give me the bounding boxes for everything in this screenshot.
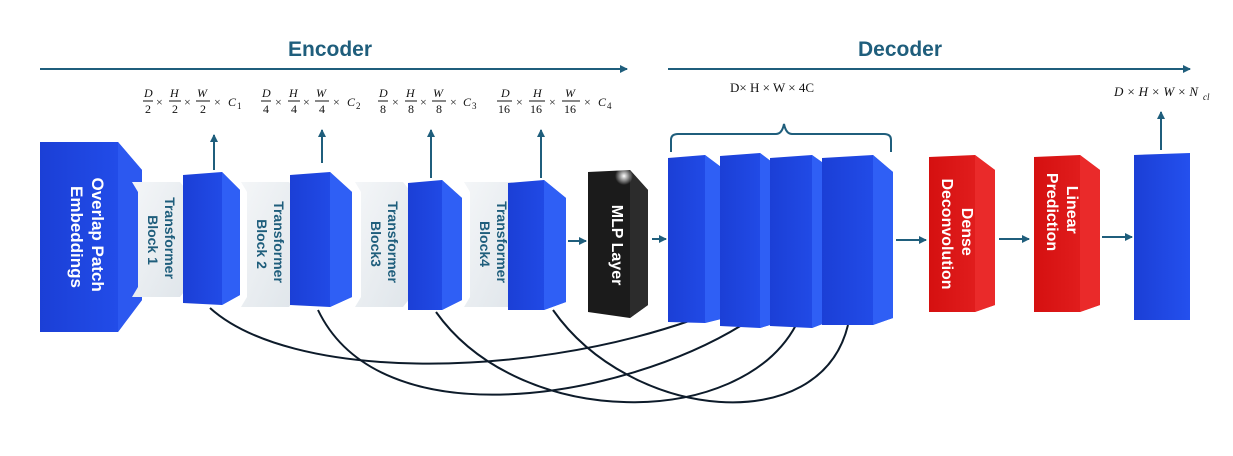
svg-text:W: W <box>316 86 327 100</box>
svg-text:4: 4 <box>263 102 269 116</box>
svg-text:1: 1 <box>237 101 242 111</box>
svg-text:H: H <box>169 86 180 100</box>
svg-text:H: H <box>532 86 543 100</box>
svg-text:W: W <box>565 86 576 100</box>
svg-text:D: D <box>261 86 271 100</box>
svg-text:Transformer Block3: Transformer Block3 <box>368 201 401 287</box>
svg-text:×: × <box>275 95 282 109</box>
svg-text:2: 2 <box>356 101 361 111</box>
svg-text:16: 16 <box>564 102 576 116</box>
svg-text:×: × <box>184 95 191 109</box>
svg-text:×: × <box>156 95 163 109</box>
svg-text:D × H × W × N: D × H × W × N <box>1113 84 1199 99</box>
svg-text:C: C <box>347 95 356 109</box>
feature-map-2 <box>290 172 352 307</box>
svg-text:16: 16 <box>498 102 510 116</box>
stage-output-arrows <box>210 129 545 178</box>
svg-text:×: × <box>392 95 399 109</box>
svg-text:D: D <box>500 86 510 100</box>
svg-text:×: × <box>214 95 221 109</box>
svg-text:H: H <box>288 86 299 100</box>
patch-embedding-block: Overlap Patch Embeddings <box>40 142 142 332</box>
svg-text:8: 8 <box>408 102 414 116</box>
svg-text:Linear Prediction: Linear Prediction <box>1043 173 1080 251</box>
patch-embed-line1: Overlap Patch <box>88 177 107 291</box>
svg-text:Transformer Block4: Transformer Block4 <box>477 201 510 287</box>
transformer-block-1: Transformer Block 1 <box>132 182 188 297</box>
feature-map-4 <box>508 180 566 310</box>
concat-brace <box>670 123 892 152</box>
mlp-label: MLP Layer <box>608 205 625 286</box>
svg-text:C: C <box>228 95 237 109</box>
svg-text:W: W <box>197 86 208 100</box>
svg-text:×: × <box>420 95 427 109</box>
svg-text:Overlap Patch Embeddings: Overlap Patch Embeddings <box>67 177 107 296</box>
svg-text:Dense Deconvolution: Dense Deconvolution <box>938 178 975 289</box>
svg-text:D: D <box>378 86 388 100</box>
feature-map-1 <box>183 172 240 305</box>
skip-connection-1 <box>209 307 693 365</box>
svg-text:Transformer Block 1: Transformer Block 1 <box>145 197 178 283</box>
skip-connection-4 <box>552 309 849 404</box>
mlp-layer-block: MLP Layer <box>588 167 648 318</box>
transformer-block-4: Transformer Block4 <box>464 182 520 307</box>
concat-dims: D× H × W × 4C <box>730 80 814 95</box>
svg-text:8: 8 <box>380 102 386 116</box>
feature-map-3 <box>408 180 462 310</box>
transformer-block-3: Transformer Block3 <box>355 182 411 307</box>
svg-text:4: 4 <box>319 102 325 116</box>
skip-connections <box>209 307 849 404</box>
dim-stage2: D 4 × H 4 × W 4 × C 2 <box>261 86 361 116</box>
svg-text:Transformer Block 2: Transformer Block 2 <box>254 201 287 287</box>
svg-text:C: C <box>463 95 472 109</box>
svg-text:H: H <box>405 86 416 100</box>
svg-text:2: 2 <box>145 102 151 116</box>
dim-stage1: D 2 × H 2 × W 2 × C 1 <box>143 86 242 116</box>
svg-text:C: C <box>598 95 607 109</box>
svg-text:4: 4 <box>291 102 297 116</box>
dim-stage4: D 16 × H 16 × W 16 × C 4 <box>497 86 612 116</box>
svg-text:4: 4 <box>607 101 612 111</box>
patch-embed-line2: Embeddings <box>67 186 86 288</box>
svg-text:×: × <box>584 95 591 109</box>
svg-text:3: 3 <box>472 101 477 111</box>
transformer-block-2: Transformer Block 2 <box>241 182 297 307</box>
svg-text:D: D <box>143 86 153 100</box>
output-dims: D × H × W × N cl <box>1113 84 1210 102</box>
decoder-feature-map-4 <box>822 155 893 325</box>
svg-text:×: × <box>450 95 457 109</box>
dense-deconvolution-block: Dense Deconvolution <box>929 155 995 312</box>
svg-text:×: × <box>303 95 310 109</box>
svg-text:×: × <box>549 95 556 109</box>
svg-text:8: 8 <box>436 102 442 116</box>
linear-prediction-block: Linear Prediction <box>1034 155 1100 312</box>
svg-text:W: W <box>433 86 444 100</box>
decoder-label: Decoder <box>858 38 942 61</box>
svg-text:×: × <box>516 95 523 109</box>
svg-text:2: 2 <box>200 102 206 116</box>
output-map <box>1134 153 1190 320</box>
skip-connection-2 <box>317 309 743 396</box>
svg-text:2: 2 <box>172 102 178 116</box>
skip-connection-3 <box>435 311 797 404</box>
svg-text:16: 16 <box>530 102 542 116</box>
svg-text:cl: cl <box>1203 92 1210 102</box>
decoder-feature-map-1 <box>668 155 725 323</box>
svg-text:×: × <box>333 95 340 109</box>
dim-stage3: D 8 × H 8 × W 8 × C 3 <box>378 86 477 116</box>
encoder-label: Encoder <box>288 38 372 61</box>
